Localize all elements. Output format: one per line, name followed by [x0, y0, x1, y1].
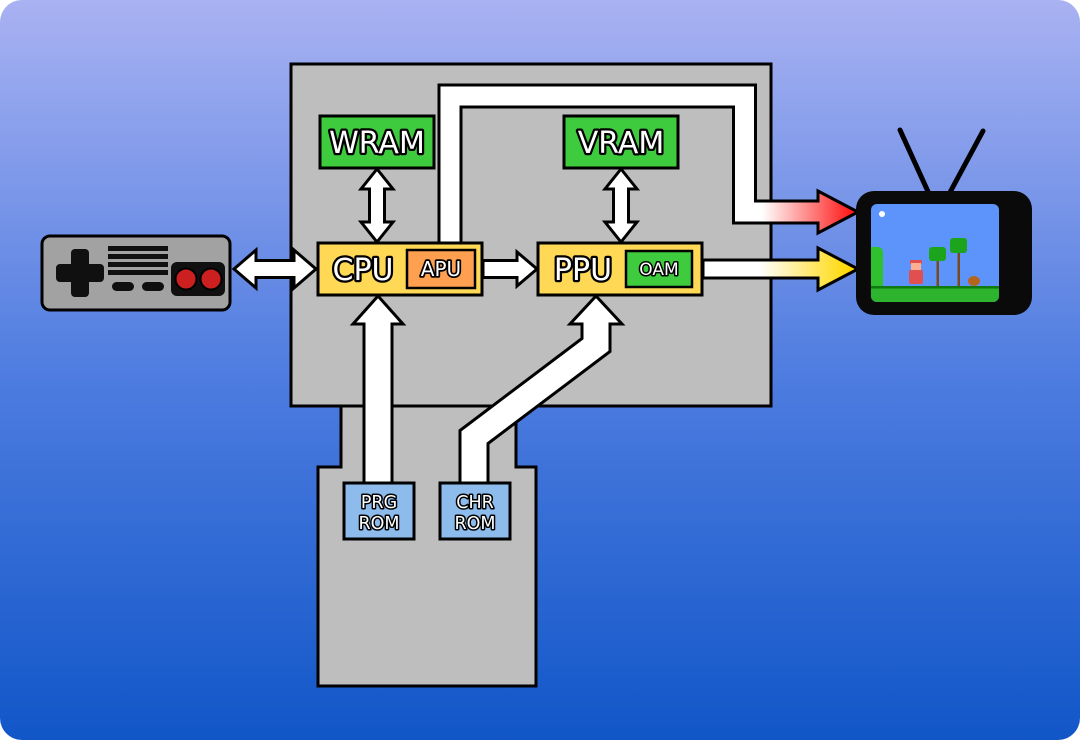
- character-cap: [910, 260, 922, 264]
- prg-rom-label-line1: PRG: [361, 493, 397, 513]
- a-button: [199, 267, 223, 291]
- enemy: [968, 276, 980, 286]
- chr-rom-label-line1: CHR: [456, 493, 494, 513]
- oam-rect: [624, 249, 694, 289]
- wram-rect: [318, 114, 436, 170]
- stripe: [108, 254, 168, 259]
- chr-rom-rect: [438, 481, 512, 541]
- tv-icon: [856, 127, 1032, 315]
- prg-rom-label-line2: ROM: [358, 514, 399, 534]
- apu-rect: [405, 248, 477, 290]
- cartridge: [316, 404, 538, 688]
- stripe: [108, 246, 168, 251]
- cpu-ppu-arrow: [481, 248, 540, 290]
- chr-rom-box: CHR ROM: [438, 481, 512, 541]
- ground: [871, 286, 999, 302]
- audio-output-arrow: [437, 83, 862, 252]
- cpu-label: CPU: [333, 253, 394, 288]
- vram-rect: [562, 114, 680, 170]
- tv-screen-game-scene: [871, 211, 999, 302]
- stripe: [108, 270, 168, 275]
- vram-box: VRAM: [562, 114, 680, 170]
- tree-canopy: [950, 238, 967, 253]
- coin-dot: [879, 211, 885, 217]
- select-button: [112, 282, 134, 291]
- tree-trunk: [936, 260, 939, 287]
- b-button: [174, 267, 198, 291]
- vram-label: VRAM: [578, 126, 665, 161]
- hill: [871, 247, 883, 289]
- prg-rom-box: PRG ROM: [342, 481, 416, 541]
- dpad-horizontal: [56, 264, 104, 282]
- chr-rom-label-line2: ROM: [454, 514, 495, 534]
- character-head: [911, 263, 921, 271]
- controller-dpad-icon: [56, 249, 104, 297]
- ground-edge: [871, 286, 999, 289]
- tree-small: [929, 247, 946, 287]
- controller-ab-buttons: [171, 262, 225, 296]
- oam-label: OAM: [639, 260, 678, 280]
- antenna-left: [897, 127, 933, 199]
- controller-stripes: [108, 246, 168, 275]
- prg-rom-rect: [342, 481, 416, 541]
- cpu-box: CPU APU: [316, 241, 484, 297]
- wram-box: WRAM: [318, 114, 436, 170]
- tree-trunk: [957, 252, 960, 287]
- controller-select-start-buttons: [112, 282, 164, 291]
- character-body: [909, 270, 923, 284]
- stripe: [108, 262, 168, 267]
- wram-label: WRAM: [329, 126, 425, 161]
- controller-icon: [40, 234, 232, 312]
- tree-tall: [950, 238, 967, 287]
- ppu-label: PPU: [554, 253, 612, 288]
- apu-label: APU: [421, 257, 461, 281]
- video-output-arrow: [701, 245, 862, 293]
- controller-cpu-arrow: [231, 246, 319, 292]
- start-button: [142, 282, 164, 291]
- ppu-box: PPU OAM: [536, 241, 704, 297]
- tree-canopy: [929, 247, 946, 261]
- antenna-right: [945, 128, 986, 199]
- player-character: [909, 260, 923, 284]
